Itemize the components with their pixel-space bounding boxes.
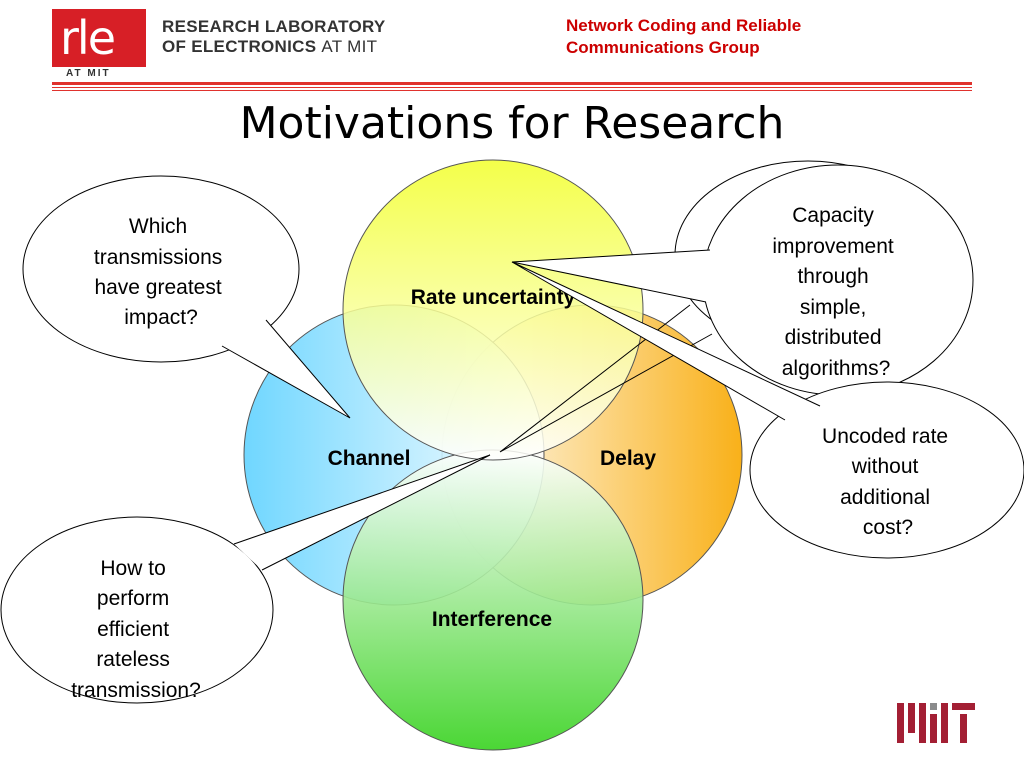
lab-name-line1: RESEARCH LABORATORY — [162, 17, 386, 36]
callout-which-transmissions: Which transmissions have greatest impact… — [22, 175, 351, 419]
rle-logo: rle AT MIT — [52, 9, 146, 79]
label-delay: Delay — [600, 447, 656, 470]
callout-capacity: Capacity improvement through simple, dis… — [511, 164, 974, 396]
svg-text:Which transmissions: Which transmissions have greatest impact… — [94, 215, 228, 329]
callout-capacity-line-2: improvement — [772, 235, 894, 258]
callout-which-line-3: have greatest — [94, 276, 221, 299]
callout-uncoded-line-4: cost? — [863, 516, 913, 539]
group-name-line1: Network Coding and Reliable — [566, 16, 802, 35]
header-rule-thin-2 — [52, 90, 972, 91]
svg-text:Capacity improvement: Capacity improvement through simple, dis… — [772, 204, 899, 380]
callout-how-line-3: efficient — [97, 618, 169, 641]
group-name: Network Coding and Reliable Communicatio… — [566, 15, 866, 59]
callout-capacity-line-6: algorithms? — [782, 357, 891, 380]
label-interference: Interference — [432, 608, 552, 631]
mit-logo — [897, 703, 975, 743]
group-name-line2: Communications Group — [566, 38, 760, 57]
callout-which-line-4: impact? — [124, 306, 198, 329]
callout-capacity-line-1: Capacity — [792, 204, 874, 227]
header-rule-thick — [52, 82, 972, 85]
callout-uncoded-rate: Uncoded rate without additional cost? — [511, 261, 1024, 559]
rle-logo-subtitle: AT MIT — [66, 68, 111, 79]
callout-how-line-5: transmission? — [71, 679, 201, 702]
callout-how-line-1: How to — [100, 557, 165, 580]
callout-uncoded-line-1: Uncoded rate — [822, 425, 948, 448]
callout-capacity-line-5: distributed — [785, 326, 882, 349]
lab-name-line2-suffix: AT MIT — [321, 37, 378, 56]
callout-how-line-4: rateless — [96, 648, 170, 671]
rle-logo-text: rle — [60, 11, 116, 65]
callout-uncoded-line-3: additional — [840, 486, 930, 509]
lab-name-line2: OF ELECTRONICS AT MIT — [162, 37, 377, 57]
callout-uncoded-line-2: without — [851, 455, 919, 478]
callout-capacity-line-4: simple, — [800, 296, 867, 319]
callout-how-to-perform: How to perform efficient rateless transm… — [0, 454, 491, 704]
svg-text:How to perform eff: How to perform efficient rateless transm… — [71, 557, 201, 702]
label-channel: Channel — [328, 447, 411, 470]
callout-which-line-1: Which — [129, 215, 187, 238]
page-title: Motivations for Research — [239, 98, 785, 149]
circle-rate-uncertainty — [342, 159, 644, 461]
venn-circles — [243, 159, 743, 751]
callout-how-line-2: perform — [97, 587, 169, 610]
svg-text:Uncoded rate without: Uncoded rate without additional cost? — [822, 425, 954, 539]
callout-which-line-2: transmissions — [94, 246, 222, 269]
label-rate-uncertainty: Rate uncertainty — [411, 286, 576, 309]
rle-logo-box: rle — [52, 9, 146, 67]
header-rule-thin-1 — [52, 87, 972, 88]
callout-capacity-pointer-lower — [499, 304, 713, 453]
lab-name-line2-main: OF ELECTRONICS — [162, 37, 317, 56]
callout-capacity-line-3: through — [797, 265, 868, 288]
